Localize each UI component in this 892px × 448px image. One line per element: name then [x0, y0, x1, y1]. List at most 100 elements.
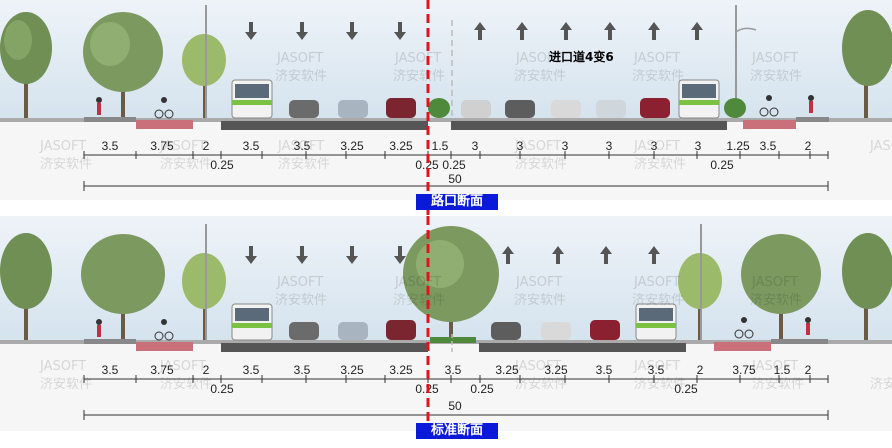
intersection-section-title: 路口断面 — [416, 194, 498, 210]
dimension-label: 3 — [695, 139, 702, 153]
watermark-line2: 济安软件 — [750, 69, 802, 84]
dimension-label: 3.5 — [760, 139, 777, 153]
dimension-label: 1.5 — [432, 139, 449, 153]
cyclists-pedestrians — [96, 317, 811, 341]
watermark-line2: 济安软件 — [160, 157, 212, 172]
watermark-line2: 济安软件 — [632, 293, 684, 308]
dimension-label: 3 — [606, 139, 613, 153]
total-width-label: 50 — [448, 172, 462, 186]
watermark-line1: JASOFT — [39, 359, 86, 374]
dimension-label: 3.5 — [445, 363, 462, 377]
watermark-line1: JASOFT — [633, 359, 680, 374]
dimension-label: 0.25 — [210, 158, 234, 172]
watermark-line1: JASOFT — [751, 359, 798, 374]
watermarks: JASOFT 济安软件 JASOFT 济安软件 JASOFT 济安软件 JASO… — [39, 51, 892, 172]
watermark-line1: JASOFT — [751, 51, 798, 66]
dimension-label: 0.25 — [674, 382, 698, 396]
dimension-label: 3.75 — [150, 139, 174, 153]
dimension-label: 2 — [203, 363, 210, 377]
street-light-pole-left — [205, 224, 207, 341]
dimension-label: 3.25 — [389, 363, 413, 377]
watermark-line1: JASOFT — [159, 139, 206, 154]
watermark-line1: JASOFT — [751, 275, 798, 290]
roadway-west — [221, 343, 428, 352]
dimension-label: 2 — [805, 363, 812, 377]
total-width-label: 50 — [448, 399, 462, 413]
dimension-label: 3 — [517, 139, 524, 153]
bus-right — [635, 303, 677, 341]
dimension-label: 2 — [697, 363, 704, 377]
watermark-line2: 济安软件 — [160, 377, 212, 392]
watermark-line1: JASOFT — [633, 139, 680, 154]
dimension-label: 3.5 — [294, 363, 311, 377]
tree-right-3 — [741, 234, 821, 341]
watermark-line1: JASOFT — [276, 275, 323, 290]
watermark-line1: JASOFT — [514, 359, 561, 374]
total-dimension-line-top: 50 — [83, 172, 829, 191]
median-shrub — [428, 98, 450, 118]
tree-left-1 — [0, 233, 52, 341]
tree-left-2 — [81, 234, 165, 341]
dimension-label: 2 — [203, 139, 210, 153]
watermark-line2: 济安软件 — [40, 157, 92, 172]
cars — [289, 320, 620, 340]
sidewalk-left — [84, 339, 136, 344]
dimension-label: 3 — [651, 139, 658, 153]
arrows-down — [245, 22, 406, 40]
watermark-line2: 济安软件 — [393, 293, 445, 308]
tree-left-3 — [182, 253, 226, 341]
curb-line — [0, 118, 892, 122]
intersection-section-panel: JASOFT 济安软件 JASOFT 济安软件 JASOFT 济安软件 JASO… — [0, 0, 892, 215]
watermark-line2: 济安软件 — [514, 293, 566, 308]
street-light-pole-right — [735, 5, 737, 118]
watermark-line1: JASOFT — [515, 275, 562, 290]
dimension-label: 3.25 — [495, 363, 519, 377]
dimension-label: 3.25 — [340, 363, 364, 377]
watermark-line1: JASOFT — [394, 51, 441, 66]
watermark-line2: 济安软件 — [752, 377, 804, 392]
roadway-east — [451, 121, 727, 130]
median-greenbelt — [430, 337, 476, 343]
watermark-line2: 济安软件 — [515, 377, 567, 392]
watermark-line1: JASOFT — [276, 51, 323, 66]
tree-left-1 — [0, 12, 52, 118]
watermark-line2: 济安软件 — [634, 377, 686, 392]
dimension-label: 0.25 — [415, 158, 439, 172]
tree-right-1 — [842, 10, 892, 118]
watermark-line2: 济安软件 — [514, 69, 566, 84]
bus-right — [678, 79, 720, 119]
sidewalk-left — [84, 117, 136, 122]
dimension-label: 3.5 — [294, 139, 311, 153]
tree-right-1 — [842, 233, 892, 341]
dimension-label: 3 — [562, 139, 569, 153]
bus-left — [231, 79, 273, 119]
tree-left-3 — [182, 34, 226, 118]
watermark-line2: 济安软件 — [393, 69, 445, 84]
dimension-label: 3.25 — [544, 363, 568, 377]
dimension-label: 1.25 — [726, 139, 750, 153]
tree-left-2 — [83, 12, 163, 118]
watermark-line2: 济安软件 — [275, 69, 327, 84]
dimension-label: 3.75 — [732, 363, 756, 377]
dimension-label: 3.5 — [102, 363, 119, 377]
total-dimension-line-bottom: 50 — [83, 399, 829, 420]
dimension-label: 2 — [805, 139, 812, 153]
street-light-pole-left — [205, 5, 207, 118]
watermark-line2: 济安软件 — [275, 293, 327, 308]
dimension-label: 0.25 — [210, 382, 234, 396]
dimension-label: 3.5 — [243, 139, 260, 153]
ground-area — [0, 120, 892, 200]
dimension-label: 3.5 — [648, 363, 665, 377]
ground-area — [0, 341, 892, 431]
watermark-line1: JASOFT — [39, 139, 86, 154]
dimension-label: 0.25 — [470, 382, 494, 396]
watermark-line1: JASOFT — [633, 51, 680, 66]
dimension-label: 3.5 — [596, 363, 613, 377]
arrows-up — [502, 246, 660, 264]
watermark-line2: 济安软件 — [750, 293, 802, 308]
street-light-pole-right — [700, 224, 702, 341]
watermark-line1: JASOFT — [277, 139, 324, 154]
cyclists-pedestrians — [96, 95, 814, 119]
dimension-label: 3.5 — [102, 139, 119, 153]
